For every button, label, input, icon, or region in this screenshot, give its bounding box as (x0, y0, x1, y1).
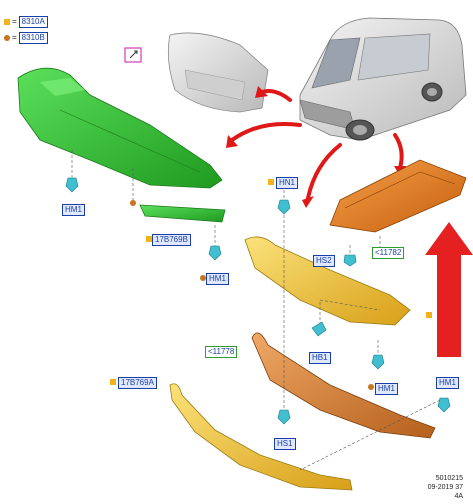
diagram-revision: 4A (454, 493, 463, 500)
van-illustration (299, 17, 467, 141)
legend-row-yellow: = 8310A (4, 16, 48, 28)
part-label-hs2[interactable]: HS2 (313, 255, 335, 267)
yellow-square-icon (426, 312, 432, 318)
part-label-hm1[interactable]: HM1 (206, 273, 229, 285)
big-red-arrow (425, 222, 473, 357)
part-label-hm1[interactable]: HM1 (436, 377, 459, 389)
yellow-square-icon (4, 19, 10, 25)
part-label-17b769b[interactable]: 17B769B (152, 234, 191, 246)
legend-code: 8310B (18, 32, 48, 44)
yellow-square-icon (146, 236, 152, 242)
yellow-lip-spoiler (169, 383, 353, 491)
yellow-square-icon (268, 179, 274, 185)
part-label-hs1[interactable]: HS1 (274, 438, 296, 450)
legend-row-orange: = 8310B (4, 32, 48, 44)
part-label-hb1[interactable]: HB1 (309, 352, 331, 364)
green-bracket (139, 204, 226, 223)
copper-lower-panel (251, 332, 436, 439)
clips (65, 177, 451, 425)
orange-dot-icon (4, 35, 10, 41)
legend-code: 8310A (18, 16, 48, 28)
red-arrows (230, 89, 404, 200)
part-label-11778[interactable]: <11778 (205, 346, 238, 358)
diagram-code: 5010215 (435, 475, 463, 482)
orange-dot-icon (368, 384, 374, 390)
part-label-11782[interactable]: <11782 (372, 247, 405, 259)
part-label-hm1[interactable]: HM1 (375, 383, 398, 395)
green-undershield (17, 67, 223, 189)
yellow-splash-panel (244, 236, 411, 326)
part-label-hm1[interactable]: HM1 (62, 204, 85, 216)
diagram-date: 09-2019 37 (427, 484, 463, 491)
part-label-hn1[interactable]: HN1 (276, 177, 299, 189)
leader-lines (71, 150, 441, 471)
orange-dot-icon (130, 200, 136, 206)
orange-dot-icon (200, 275, 206, 281)
yellow-square-icon (110, 379, 116, 385)
orange-engine-undertray (329, 159, 467, 233)
front-bumper-reference (167, 32, 269, 113)
part-label-17b769a[interactable]: 17B769A (118, 377, 157, 389)
